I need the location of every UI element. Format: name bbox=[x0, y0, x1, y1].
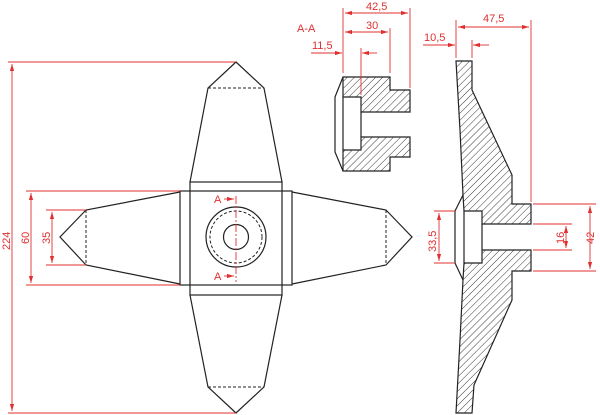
cut-label-top: A bbox=[214, 194, 222, 206]
top-arm bbox=[189, 61, 283, 183]
section-view: A-A 42,5 30 11,5 bbox=[297, 1, 411, 172]
dim-60-label: 60 bbox=[20, 232, 32, 244]
right-arm bbox=[291, 191, 413, 285]
dim-35-label: 35 bbox=[41, 232, 53, 244]
dim-47-5-label: 47,5 bbox=[483, 13, 504, 25]
side-chamfer bbox=[454, 194, 464, 281]
section-title: A-A bbox=[297, 23, 316, 35]
dim-16-label: 16 bbox=[555, 232, 567, 244]
side-view: 47,5 10,5 33,5 16 42 bbox=[423, 13, 597, 414]
left-arm bbox=[59, 191, 181, 285]
dim-11-5-label: 11,5 bbox=[312, 40, 333, 52]
side-hatch bbox=[455, 60, 532, 414]
bottom-arm bbox=[189, 294, 283, 414]
section-outline bbox=[334, 76, 344, 172]
front-view: A A bbox=[59, 61, 413, 414]
dim-30-label: 30 bbox=[366, 20, 378, 32]
dim-42-label: 42 bbox=[585, 232, 597, 244]
section-hatch bbox=[342, 76, 411, 172]
hub-hidden-square bbox=[189, 190, 283, 286]
dim-33-5-label: 33,5 bbox=[427, 231, 439, 252]
front-dimensions: 224 60 35 bbox=[1, 61, 236, 414]
hub-band bbox=[189, 181, 283, 296]
dim-42-5-label: 42,5 bbox=[366, 1, 387, 13]
cut-label-bottom: A bbox=[214, 271, 222, 283]
dim-224-label: 224 bbox=[1, 232, 13, 250]
dim-10-5-label: 10,5 bbox=[424, 32, 445, 44]
